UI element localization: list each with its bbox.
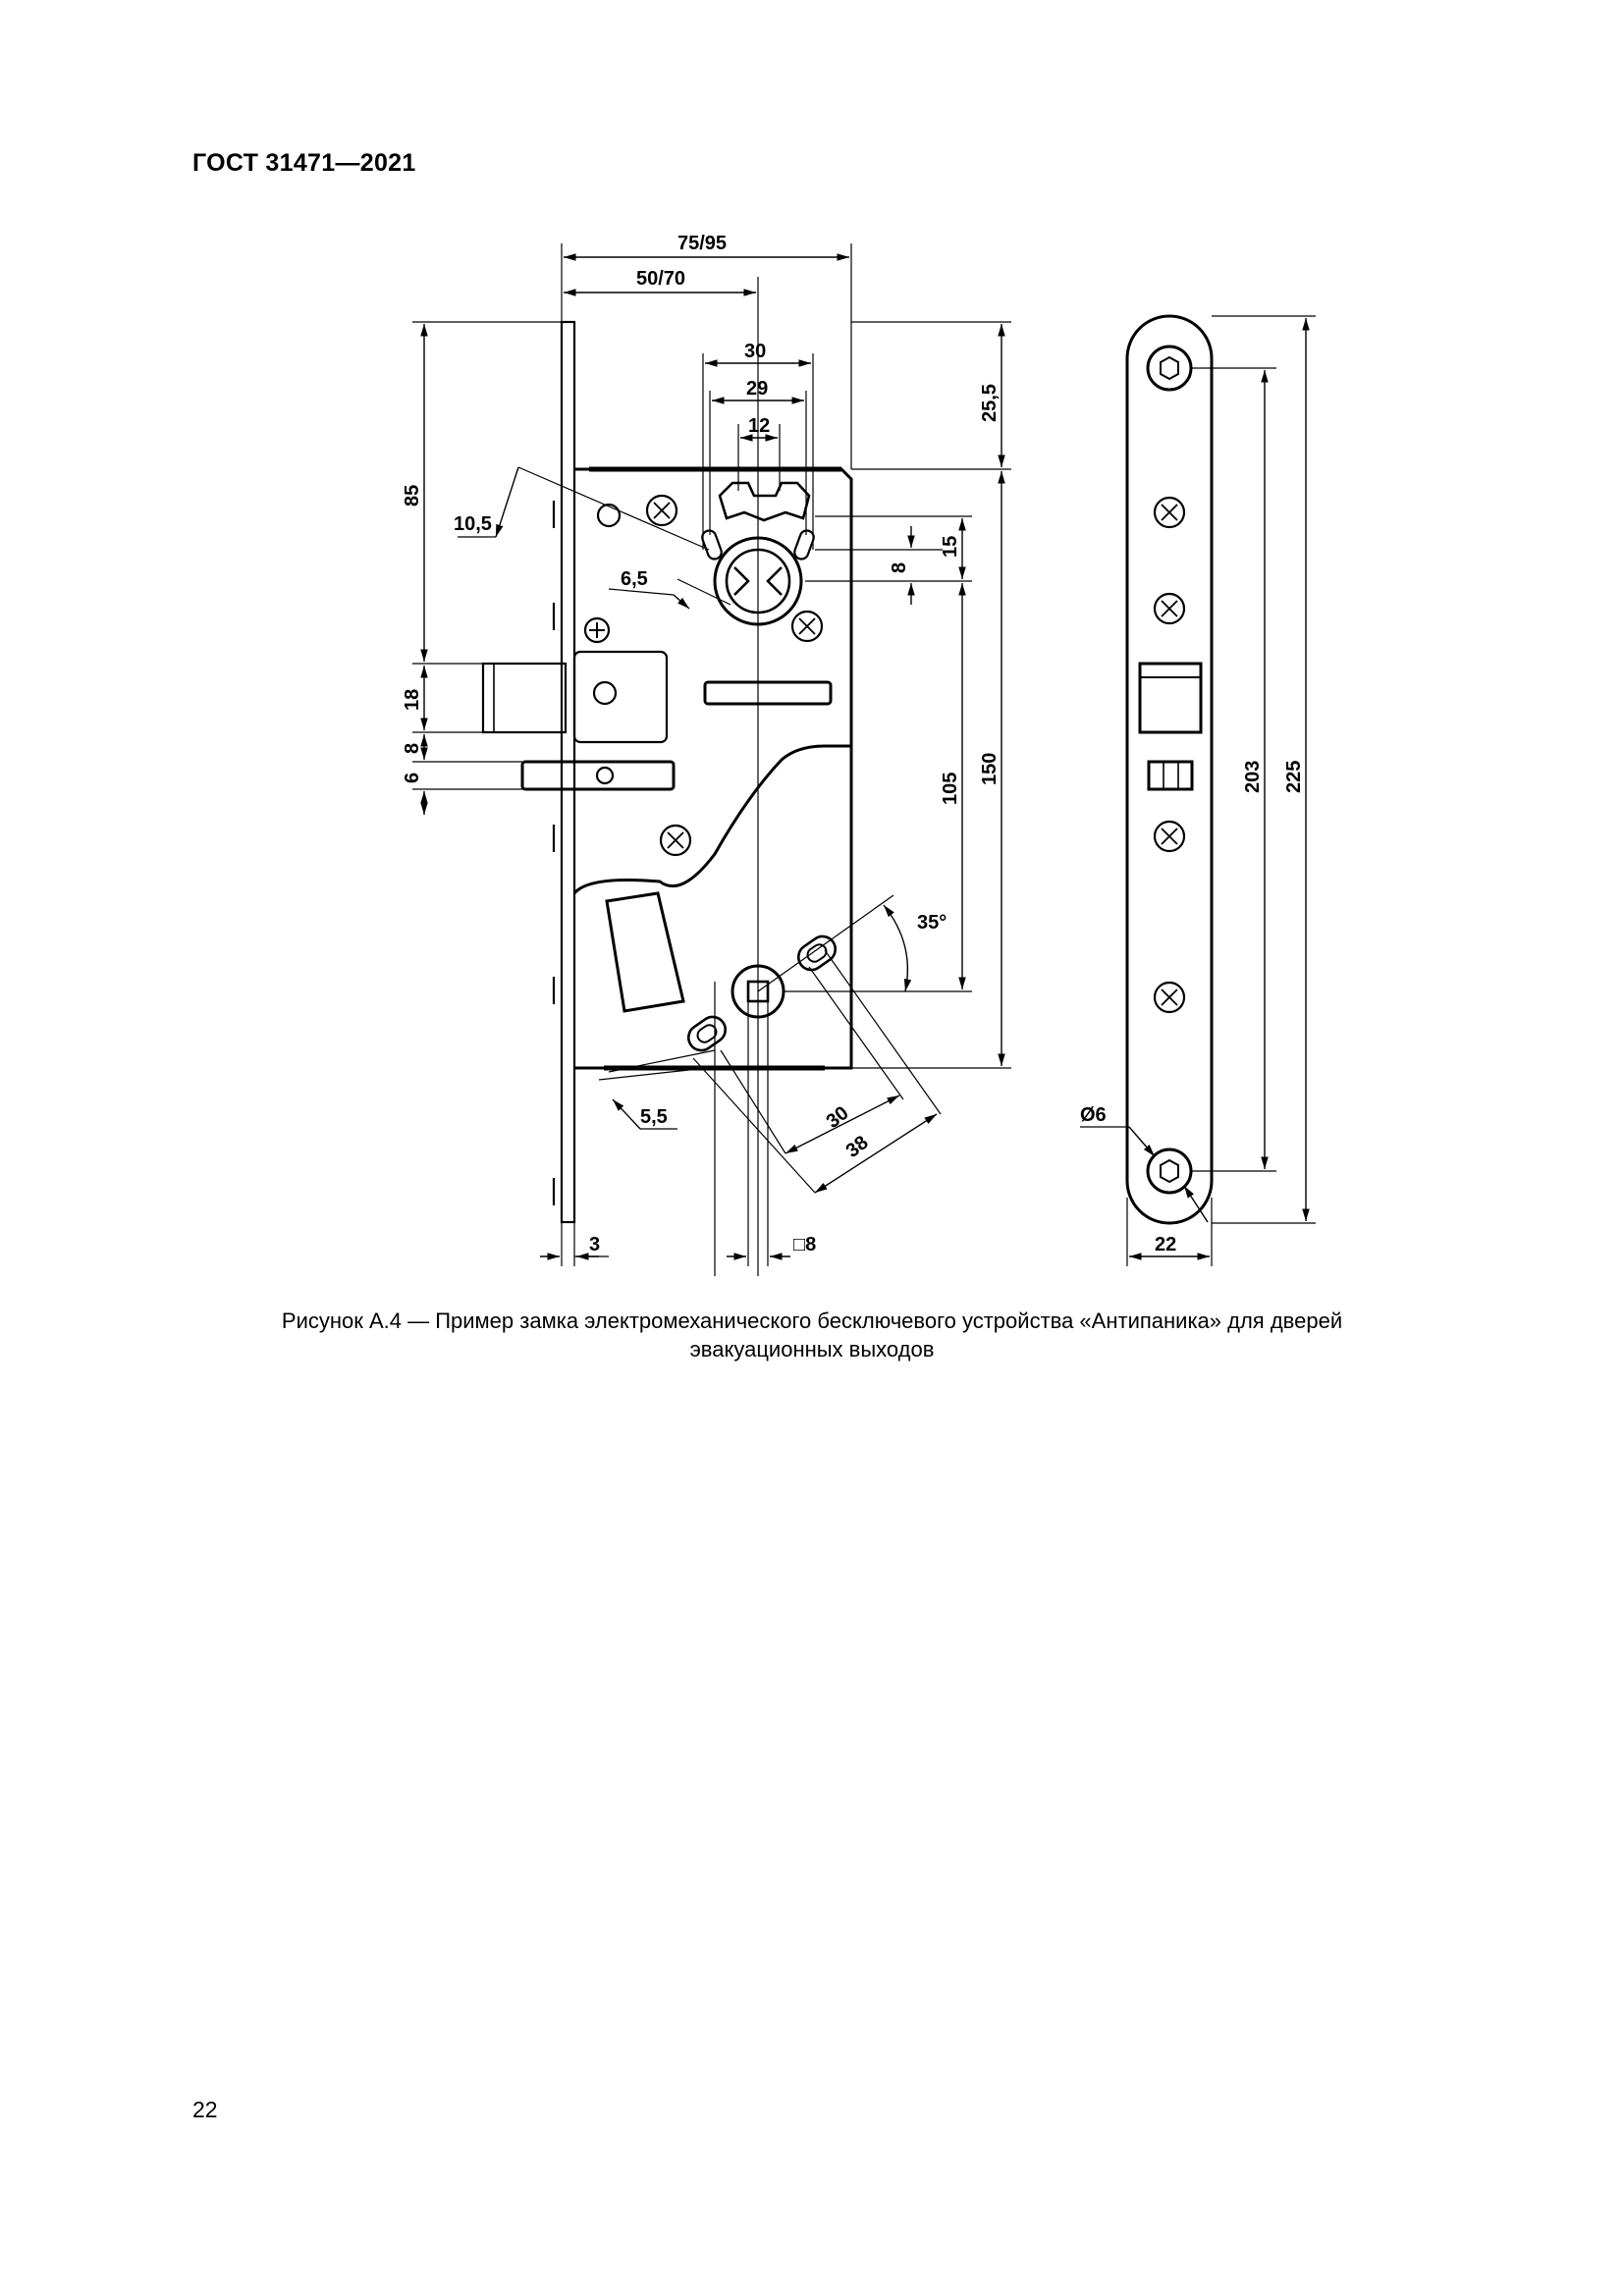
dim-5-5: 5,5 [640,1106,668,1128]
dim-12: 12 [748,415,770,437]
caption-line-1: Рисунок А.4 — Пример замка электромехани… [281,1308,1343,1333]
lower-window [605,891,685,1013]
dim-29: 29 [746,378,768,400]
dim-square-8: □8 [793,1234,816,1255]
mechanism-lever [572,744,851,895]
document-header: ГОСТ 31471—2021 [192,149,416,177]
dim-15: 15 [940,536,961,558]
side-hole-top [1146,345,1193,392]
dim-3: 3 [589,1234,600,1255]
front-screw-4 [659,824,692,857]
dim-75-95: 75/95 [677,233,727,254]
dim-25-5: 25,5 [979,384,1001,422]
front-hole-1 [596,503,622,528]
follower-top-cam [718,481,811,522]
dim-203: 203 [1242,761,1264,793]
latch-bolt [481,662,568,734]
dim-105: 105 [940,773,961,805]
dim-50-70: 50/70 [636,268,685,290]
dim-35-deg: 35° [917,912,947,934]
side-screw-4 [1153,981,1186,1014]
dim-30-top: 30 [744,341,766,362]
page-number: 22 [192,2097,218,2122]
front-screw-1 [645,494,678,527]
figure-caption: Рисунок А.4 — Пример замка электромехани… [147,1307,1477,1363]
front-screw-2 [583,616,611,644]
side-screw-2 [1153,592,1186,625]
oval-hole-upper [796,934,838,972]
caption-line-2: эвакуационных выходов [689,1337,935,1362]
faceplate-strip [560,320,576,1224]
dim-150: 150 [979,753,1001,785]
front-screw-3 [790,610,824,643]
dim-22: 22 [1155,1234,1176,1255]
dim-30-bottom: 30 [823,1102,853,1133]
oval-hole-lower [686,1015,728,1052]
side-screw-3 [1153,820,1186,853]
dim-18: 18 [402,689,423,711]
dead-bolt [520,760,676,791]
latch-cam-plate [572,650,669,744]
dim-8-left: 8 [402,743,423,754]
side-latch-opening [1138,662,1203,734]
dim-6-5: 6,5 [621,568,648,590]
dim-85: 85 [402,485,423,507]
dim-8-right: 8 [889,562,910,573]
dim-10-5: 10,5 [454,513,492,535]
dim-225: 225 [1283,761,1305,793]
dim-38: 38 [842,1132,873,1162]
side-screw-1 [1153,496,1186,529]
latch-slot [703,680,833,706]
dim-phi-6: Ø6 [1080,1104,1107,1126]
dim-6: 6 [402,773,423,783]
faceplate-side-outline [1125,314,1214,1225]
side-deadbolt-opening [1147,760,1194,791]
